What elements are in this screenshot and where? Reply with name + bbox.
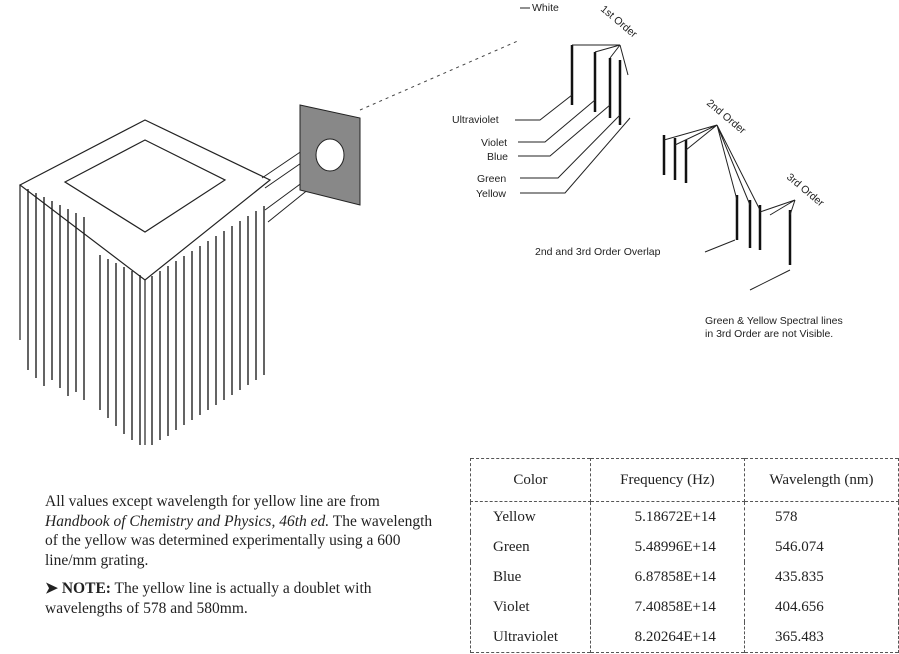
source-title: Handbook of Chemistry and Physics, 46th … bbox=[45, 512, 330, 530]
diffraction-grating bbox=[299, 104, 361, 206]
cell-color: Green bbox=[470, 532, 591, 562]
cell-frequency: 7.40858E+14 bbox=[589, 592, 745, 622]
cell-frequency: 8.20264E+14 bbox=[589, 622, 745, 653]
label-ultraviolet: Ultraviolet bbox=[452, 114, 499, 126]
label-note-line1: Green & Yellow Spectral lines bbox=[705, 315, 843, 327]
header-wavelength: Wavelength (nm) bbox=[743, 458, 899, 502]
cell-wavelength: 546.074 bbox=[743, 532, 899, 562]
source-paragraph: All values except wavelength for yellow … bbox=[45, 492, 445, 570]
second-order-lines bbox=[662, 135, 792, 265]
slit-tubes bbox=[261, 139, 326, 223]
order-leaders bbox=[663, 124, 796, 291]
label-first-order: 1st Order bbox=[598, 3, 640, 41]
cell-wavelength: 365.483 bbox=[743, 622, 899, 653]
first-order-leaders bbox=[515, 44, 631, 194]
label-violet: Violet bbox=[481, 137, 507, 149]
label-green: Green bbox=[477, 173, 506, 185]
label-third-order: 3rd Order bbox=[784, 171, 827, 209]
label-white: White bbox=[532, 2, 559, 14]
header-color: Color bbox=[470, 458, 591, 502]
note-text: The yellow line is actually a doublet wi… bbox=[45, 580, 372, 617]
cell-color: Blue bbox=[470, 562, 591, 592]
cell-color: Violet bbox=[470, 592, 591, 622]
source-text-2: The wavelength of the yellow was determi… bbox=[45, 512, 433, 569]
cell-frequency: 6.87858E+14 bbox=[589, 562, 745, 592]
source-notes: All values except wavelength for yellow … bbox=[45, 492, 445, 627]
label-overlap: 2nd and 3rd Order Overlap bbox=[535, 246, 661, 258]
cell-frequency: 5.48996E+14 bbox=[589, 532, 745, 562]
label-second-order: 2nd Order bbox=[704, 97, 748, 137]
white-beam bbox=[359, 39, 521, 111]
label-yellow: Yellow bbox=[476, 188, 506, 200]
note-label: ➤ NOTE: bbox=[45, 580, 111, 597]
cell-wavelength: 578 bbox=[743, 501, 899, 532]
label-blue: Blue bbox=[487, 151, 508, 163]
label-note-line2: in 3rd Order are not Visible. bbox=[705, 328, 833, 340]
header-frequency: Frequency (Hz) bbox=[589, 458, 745, 502]
table-header-row: Color Frequency (Hz) Wavelength (nm) bbox=[470, 458, 899, 502]
first-order-lines bbox=[570, 45, 622, 125]
cell-wavelength: 435.835 bbox=[743, 562, 899, 592]
cell-color: Ultraviolet bbox=[470, 622, 591, 653]
cell-wavelength: 404.656 bbox=[743, 592, 899, 622]
diagram-labels: White 1st Order Ultraviolet Violet Blue … bbox=[452, 2, 843, 340]
lamp-housing bbox=[18, 119, 272, 445]
cell-frequency: 5.18672E+14 bbox=[589, 501, 745, 532]
cell-color: Yellow bbox=[470, 501, 591, 532]
spectral-lines-table: Color Frequency (Hz) Wavelength (nm) Yel… bbox=[470, 458, 899, 653]
note-paragraph: ➤ NOTE: The yellow line is actually a do… bbox=[45, 579, 445, 618]
source-text: All values except wavelength for yellow … bbox=[45, 493, 380, 510]
